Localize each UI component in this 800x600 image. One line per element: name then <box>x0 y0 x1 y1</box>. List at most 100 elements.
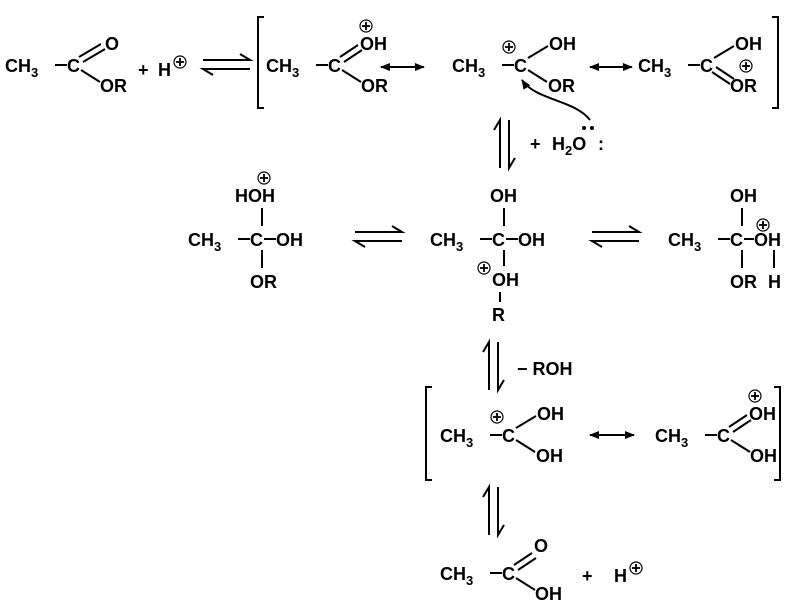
double-bond <box>715 66 735 80</box>
positive-charge-icon <box>739 59 753 73</box>
protonated-ester-resonance-c: CH3 C OH OR <box>638 34 762 96</box>
double-bond <box>711 71 731 85</box>
equilibrium-up-arrow <box>493 116 501 168</box>
equilibrium-reverse-arrow <box>588 240 639 248</box>
proton: H <box>614 566 627 586</box>
hydroxyl-group: OH <box>537 404 564 424</box>
equilibrium-reverse-arrow <box>199 68 250 76</box>
hydroxyl-group: OH <box>535 584 562 600</box>
left-bracket <box>425 386 432 481</box>
double-bond <box>78 43 102 58</box>
protonated-acid-resonance-a: CH3 C OH OH <box>440 404 564 466</box>
hydroxyl-group: OH <box>750 446 777 466</box>
carbon-atom: C <box>250 230 263 250</box>
carbon-atom: C <box>514 56 527 76</box>
hydroxyl-group: OH <box>490 186 517 206</box>
equilibrium-up-arrow <box>482 483 490 535</box>
alkoxy-group: OR <box>250 272 277 292</box>
methyl-group: CH3 <box>452 56 485 80</box>
positive-charge-icon <box>748 389 762 403</box>
double-bond <box>517 557 537 571</box>
carbon-atom: C <box>730 230 743 250</box>
right-bracket <box>774 386 781 481</box>
alkoxy-group: OR <box>361 76 388 96</box>
bond <box>527 69 548 83</box>
hydroxyl-group: OH <box>730 186 757 206</box>
tetrahedral-intermediate-middle: OH CH3 C OH OH R <box>430 186 545 325</box>
positive-charge-icon <box>173 55 187 69</box>
positive-charge-icon <box>359 19 373 33</box>
plus-sign: + <box>138 60 149 80</box>
hydroxyl-group: OH <box>749 404 776 424</box>
protonated-acid-resonance-b: CH3 C OH OH <box>655 389 777 466</box>
equilibrium-down-arrow <box>497 487 505 539</box>
positive-charge-icon <box>502 40 516 54</box>
alkyl-group: R <box>492 305 505 325</box>
equilibrium-forward-arrow <box>355 225 406 233</box>
double-bond <box>343 49 363 63</box>
double-bond <box>728 414 748 428</box>
hydroxyl-group: OH <box>549 34 576 54</box>
bond <box>80 69 101 83</box>
reagent-label: − ROH <box>517 359 573 379</box>
double-bond <box>82 48 106 63</box>
double-bond <box>513 552 533 566</box>
ester-molecule: CH3 C O OR <box>5 34 127 96</box>
hydroxyl-group: OH <box>276 230 303 250</box>
hydroxyl-group: OH <box>518 230 545 250</box>
acetic-acid-molecule: CH3 C O OH <box>440 536 562 600</box>
equilibrium-forward-arrow <box>203 53 254 61</box>
methyl-group: CH3 <box>655 426 688 450</box>
bond <box>527 45 549 59</box>
carbonyl-oxygen: O <box>105 34 119 54</box>
carbon-atom: C <box>502 564 515 584</box>
methyl-group: CH3 <box>440 564 473 588</box>
methyl-group: CH3 <box>638 56 671 80</box>
methyl-group: CH3 <box>440 426 473 450</box>
alkoxy-group: OR <box>548 76 575 96</box>
bond <box>730 439 751 453</box>
proton: H <box>158 60 171 80</box>
equilibrium-down-arrow <box>508 120 516 172</box>
methyl-group: CH3 <box>266 56 299 80</box>
methyl-group: CH3 <box>5 56 38 80</box>
carbonyl-oxygen: O <box>534 536 548 556</box>
curved-attack-arrow <box>521 79 591 121</box>
hydroxyl-group: OH <box>735 34 762 54</box>
carbon-atom: C <box>328 56 341 76</box>
plus-sign: + <box>530 134 541 154</box>
methyl-group: CH3 <box>668 230 701 254</box>
alkoxy-group: OR <box>730 272 757 292</box>
hydroxyl-group: OH <box>536 446 563 466</box>
methyl-group: CH3 <box>188 230 221 254</box>
oxonium-group: OH <box>754 230 781 250</box>
water-molecule: H2O <box>552 134 586 158</box>
bond <box>515 577 536 591</box>
equilibrium-forward-arrow <box>592 225 643 233</box>
lone-pair: : <box>598 134 604 154</box>
bond <box>341 69 362 83</box>
methyl-group: CH3 <box>430 230 463 254</box>
positive-charge-icon <box>629 561 643 575</box>
equilibrium-up-arrow <box>482 338 490 390</box>
alkoxy-group: OR <box>730 76 757 96</box>
positive-charge-icon <box>490 410 504 424</box>
protonated-ester-resonance-b: CH3 C OH OR <box>452 34 576 96</box>
equilibrium-down-arrow <box>497 342 505 394</box>
carbon-atom: C <box>67 56 80 76</box>
double-bond <box>339 44 359 58</box>
positive-charge-icon <box>257 171 271 185</box>
plus-sign: + <box>582 566 593 586</box>
tetrahedral-intermediate-left: HOH CH3 C OH OR <box>188 171 303 292</box>
double-bond <box>732 419 752 433</box>
positive-charge-icon <box>477 261 491 275</box>
bond <box>713 45 735 59</box>
lone-pair-dot <box>582 126 586 130</box>
alkoxy-group: OR <box>100 76 127 96</box>
bond <box>515 415 537 429</box>
carbon-atom: C <box>502 426 515 446</box>
carbon-atom: C <box>700 56 713 76</box>
lone-pair-dot <box>590 126 594 130</box>
